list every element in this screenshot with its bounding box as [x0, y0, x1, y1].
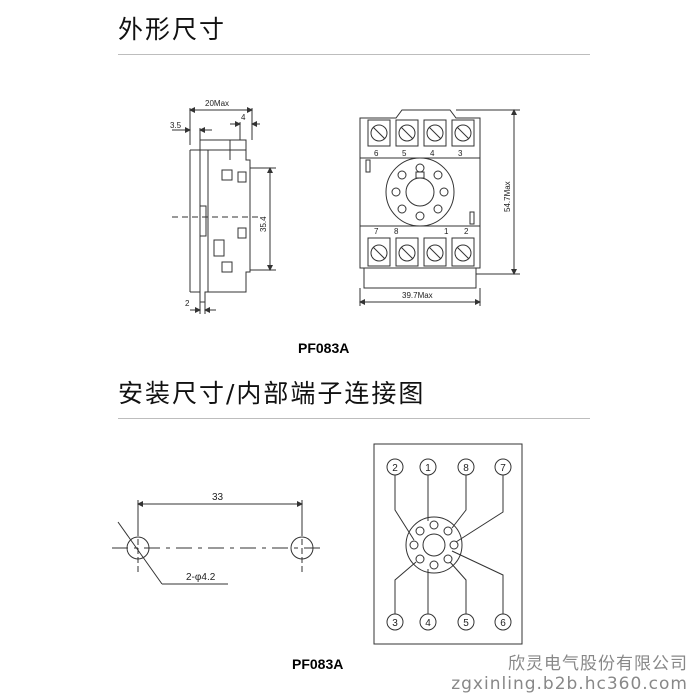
side-view	[172, 107, 276, 314]
wiring-top-label-1: 2	[392, 463, 398, 474]
wiring-top-label-4: 7	[500, 463, 506, 474]
section1-title: 外形尺寸	[118, 15, 227, 44]
dim-bottom: 2	[185, 299, 190, 308]
section2-title: 安装尺寸/内部端子连接图	[118, 379, 426, 408]
dim-front-width: 39.7Max	[402, 291, 433, 300]
watermark-site: zgxinling.b2b.hc360.com	[451, 674, 688, 694]
dim-mount-spacing: 33	[212, 492, 224, 503]
dim-height: 35.4	[259, 216, 268, 232]
front-bottom-label-2: 8	[394, 227, 399, 236]
wiring-bottom-label-3: 5	[463, 618, 469, 629]
dim-front-height: 54.7Max	[503, 181, 512, 212]
wiring-bottom-label-1: 3	[392, 618, 398, 629]
wiring-bottom-label-4: 6	[500, 618, 506, 629]
wiring-diagram	[373, 443, 523, 645]
top-terminal-blocks	[367, 119, 475, 147]
front-bottom-label-1: 7	[374, 227, 379, 236]
watermark-company: 欣灵电气股份有限公司	[508, 654, 688, 674]
section2-caption: PF083A	[292, 656, 344, 672]
front-top-label-3: 4	[430, 149, 435, 158]
wiring-top-label-2: 1	[425, 463, 431, 474]
front-bottom-label-4: 2	[464, 227, 469, 236]
wiring-terminal-labels: 2 1 8 7 3 4 5 6	[392, 463, 506, 629]
front-top-label-1: 6	[374, 149, 379, 158]
front-top-label-4: 3	[458, 149, 463, 158]
wiring-bottom-label-2: 4	[425, 618, 431, 629]
dim-overall-width: 20Max	[205, 99, 229, 108]
section1-divider	[118, 54, 590, 55]
dim-right: 4	[241, 113, 246, 122]
bottom-terminal-blocks	[367, 237, 475, 267]
section1-caption: PF083A	[298, 340, 350, 356]
front-view	[359, 109, 520, 306]
front-terminal-labels: 6 5 4 3 7 8 1 2	[374, 149, 469, 236]
wiring-top-label-3: 8	[463, 463, 469, 474]
mounting-drawing	[112, 500, 320, 585]
dim-left: 3.5	[170, 121, 182, 130]
front-bottom-label-3: 1	[444, 227, 449, 236]
dim-mount-holes: 2-φ4.2	[186, 572, 216, 583]
section2-divider	[118, 418, 590, 419]
front-top-label-2: 5	[402, 149, 407, 158]
